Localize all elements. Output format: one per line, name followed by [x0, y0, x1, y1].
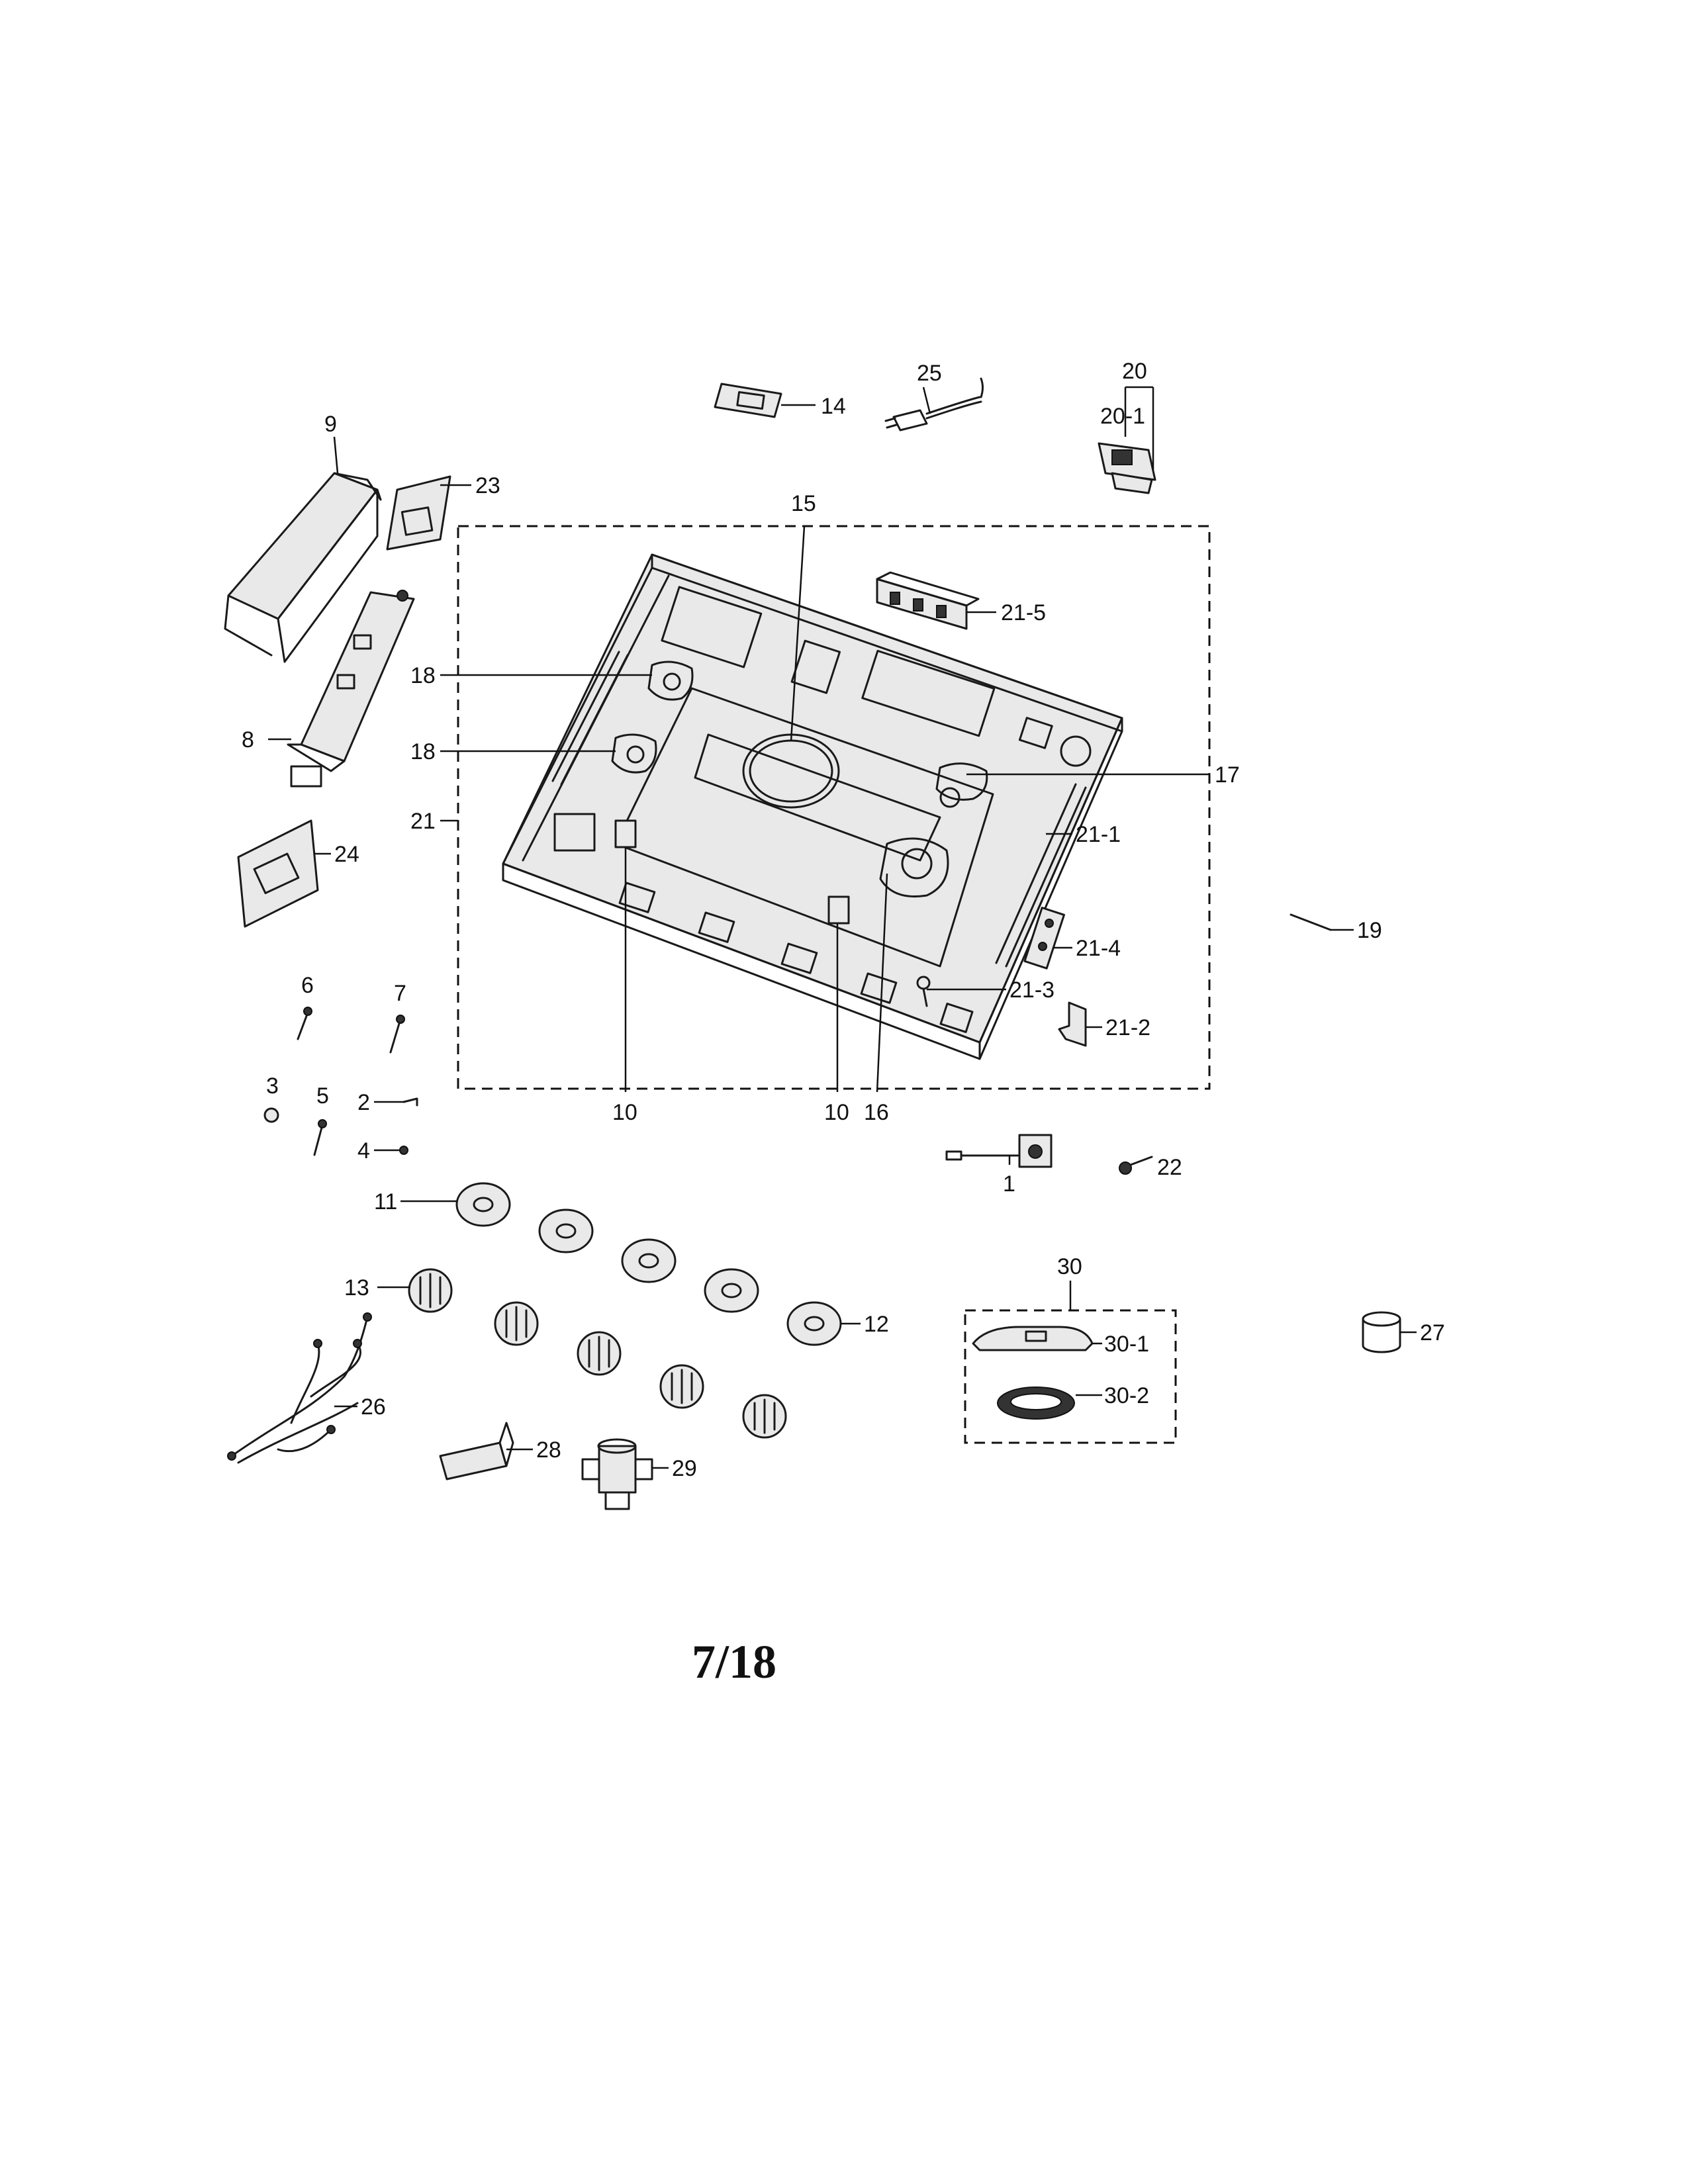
connector-block-21-5 — [876, 571, 980, 630]
label-21-1: 21-1 — [1076, 822, 1121, 847]
label-20-1: 20-1 — [1100, 404, 1145, 429]
label-6: 6 — [301, 973, 314, 998]
label-2: 2 — [357, 1090, 370, 1115]
label-19: 19 — [1357, 918, 1382, 943]
label-3: 3 — [266, 1073, 279, 1099]
label-25: 25 — [917, 361, 942, 386]
control-board-8 — [287, 590, 415, 788]
label-21-3: 21-3 — [1009, 978, 1055, 1003]
cylinder-27 — [1362, 1311, 1401, 1353]
label-30-1: 30-1 — [1104, 1332, 1149, 1357]
label-20: 20 — [1122, 359, 1147, 384]
wire-harness-26 — [227, 1312, 372, 1464]
label-10-right: 10 — [824, 1100, 849, 1125]
side-rail-21-1 — [995, 783, 1087, 968]
fastener-6 — [297, 1007, 312, 1040]
label-22: 22 — [1157, 1155, 1182, 1180]
bracket-17 — [935, 762, 988, 801]
bracket-28 — [439, 1422, 514, 1480]
label-30: 30 — [1057, 1254, 1082, 1279]
clip-10-left — [614, 819, 637, 848]
label-27: 27 — [1420, 1320, 1445, 1345]
sensor-1 — [945, 1134, 1053, 1168]
label-18-lower: 18 — [410, 739, 436, 764]
clip-2 — [402, 1097, 418, 1107]
plate-16-hole — [901, 848, 933, 880]
grate-30-1 — [972, 1326, 1094, 1351]
screw-22 — [1119, 1156, 1153, 1175]
label-24: 24 — [334, 842, 359, 867]
pin-4 — [399, 1146, 408, 1155]
cooktop-chassis — [502, 553, 1123, 1060]
screw-21-3 — [916, 976, 931, 1007]
label-21: 21 — [410, 809, 436, 834]
fastener-7 — [389, 1015, 405, 1054]
pcb-23 — [386, 475, 451, 551]
bracket-18-upper — [647, 660, 694, 701]
bracket-21-2 — [1058, 1001, 1087, 1047]
bracket-18-upper-hole — [663, 672, 681, 691]
gasket-30-2 — [997, 1387, 1075, 1420]
label-4: 4 — [357, 1138, 370, 1163]
clip-10-right — [827, 895, 850, 925]
label-5: 5 — [316, 1083, 329, 1109]
label-9: 9 — [324, 412, 337, 437]
latch-21-4 — [1023, 907, 1065, 970]
leader-lines — [268, 386, 1417, 1469]
label-21-2: 21-2 — [1105, 1015, 1150, 1040]
bracket-18-lower — [611, 733, 657, 774]
rod-19 — [1289, 913, 1332, 931]
label-28: 28 — [536, 1437, 561, 1463]
label-7: 7 — [394, 981, 406, 1006]
power-cord-25 — [884, 377, 984, 432]
label-13: 13 — [344, 1275, 369, 1300]
terminal-block-20 — [1098, 442, 1156, 494]
assembly-21-boundary — [457, 525, 1211, 1090]
label-17: 17 — [1215, 762, 1240, 788]
nut-3 — [263, 1107, 279, 1123]
knob-caps — [455, 1182, 842, 1346]
label-21-5: 21-5 — [1001, 600, 1046, 625]
label-29: 29 — [672, 1456, 697, 1481]
page-number: 7/18 — [692, 1635, 776, 1688]
bracket-18-lower-hole — [626, 745, 645, 764]
label-16: 16 — [864, 1100, 889, 1125]
valve-29 — [581, 1438, 653, 1510]
plate-16 — [879, 837, 949, 898]
board-24 — [237, 819, 319, 928]
label-21-4: 21-4 — [1076, 936, 1121, 961]
label-10-left: 10 — [612, 1100, 637, 1125]
part-labels: 14 25 20 20-1 9 23 15 21-5 18 18 17 8 21… — [242, 359, 1445, 1481]
part-14-bracket — [714, 383, 782, 418]
label-30-2: 30-2 — [1104, 1383, 1149, 1408]
label-12: 12 — [864, 1312, 889, 1337]
bracket-17-hole — [939, 787, 961, 808]
label-8: 8 — [242, 727, 254, 752]
pin-5 — [313, 1119, 327, 1156]
label-18-upper: 18 — [410, 663, 436, 688]
label-15: 15 — [791, 491, 816, 516]
label-1: 1 — [1003, 1171, 1015, 1197]
knobs — [408, 1268, 787, 1439]
label-23: 23 — [475, 473, 500, 498]
label-14: 14 — [821, 394, 846, 419]
label-11: 11 — [374, 1189, 397, 1214]
control-cover-9 — [224, 472, 382, 663]
label-26: 26 — [361, 1394, 386, 1420]
